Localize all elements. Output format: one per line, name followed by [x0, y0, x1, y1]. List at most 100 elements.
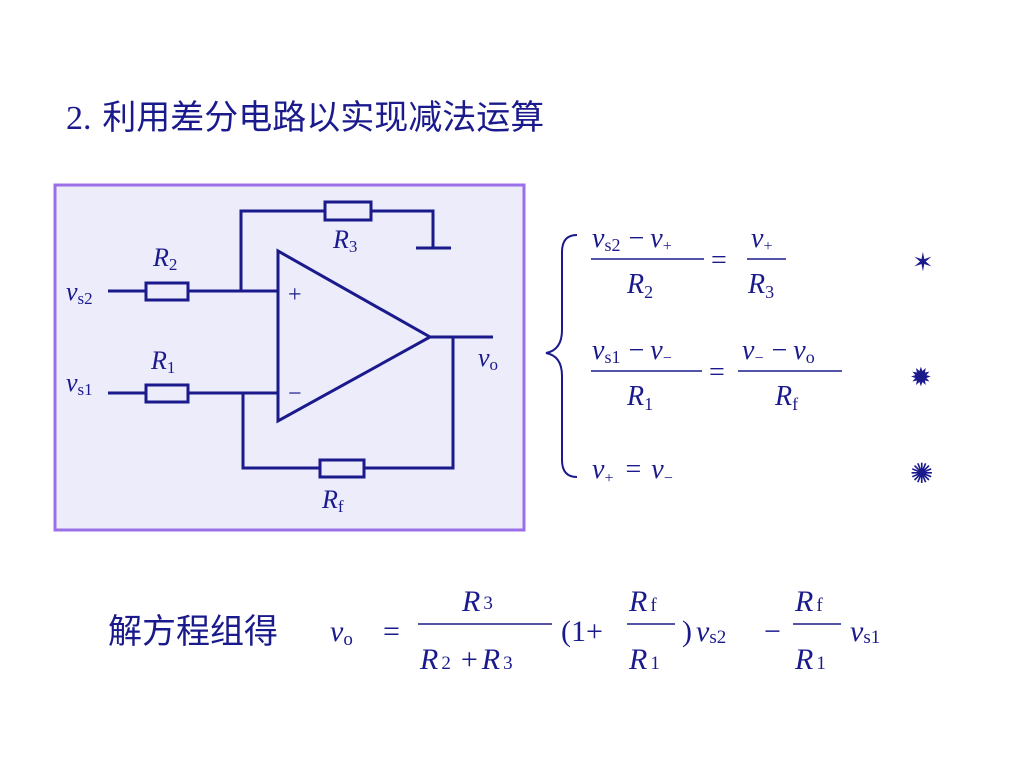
equations-eq2-n1s: s1 [604, 347, 620, 367]
equations-eq2-ds: 1 [644, 394, 653, 414]
solution-label: 解方程组得 [108, 612, 278, 652]
equations-eq3-as: + [604, 470, 613, 487]
equations-eq3-a: v [592, 454, 605, 485]
circuit-rf-sub: f [338, 497, 344, 516]
circuit-vs2-sub: s2 [78, 289, 93, 308]
wire-r3-ground [371, 209, 435, 247]
circuit-panel [53, 183, 526, 532]
solution-v1: v [850, 615, 864, 648]
solution-f1-num-sub: 3 [483, 593, 493, 614]
solution-f1-den-a: R [419, 643, 438, 676]
equations-eq1-ds: 2 [644, 282, 653, 302]
title-number: 2. [66, 100, 92, 137]
op-amp-minus: − [288, 381, 302, 407]
svg-text:vs1: vs1 [66, 368, 93, 399]
svg-text:R1: R1 [794, 643, 826, 676]
solution-f2-num: R [628, 585, 647, 618]
svg-text:Rf: Rf [794, 585, 823, 618]
equations-eq2-rn1: v [742, 335, 755, 366]
equations-eq2-d: R [626, 381, 644, 412]
equations-eq1-op: − [628, 223, 644, 254]
solution-minus: − [764, 615, 781, 648]
op-amp-plus: + [288, 282, 302, 308]
wire-rf-right [364, 337, 455, 470]
mark-star-1: ✶ [912, 248, 934, 277]
equations-eq2-eq: = [709, 357, 725, 388]
solution-f1-den-b-sub: 3 [503, 653, 513, 674]
equations-eq1-n1: v [592, 223, 605, 254]
mark-star-3: ✺ [910, 459, 933, 490]
solution-f3-num-sub: f [816, 595, 823, 616]
svg-text:vo: vo [330, 615, 353, 650]
svg-text:v−−vo: v−−vo [742, 335, 815, 367]
solution-v2: v [696, 615, 710, 648]
equations-eq1-eq: = [711, 245, 727, 276]
solution-v2-sub: s2 [709, 627, 726, 648]
svg-text:R2: R2 [152, 243, 177, 274]
solution-f3-den-sub: 1 [816, 653, 826, 674]
circuit-r1-sub: 1 [167, 358, 176, 377]
equations-eq2-rn2s: o [806, 347, 815, 367]
equations-eq3-b: v [651, 454, 664, 485]
solution-eq: = [383, 615, 400, 648]
solution-lhs: v [330, 615, 344, 648]
svg-text:R1: R1 [150, 346, 175, 377]
equations-eq2-rn2: v [793, 335, 806, 366]
svg-text:R1: R1 [626, 381, 653, 414]
svg-text:v+=v−: v+=v− [592, 454, 673, 487]
solution-f1-den-b: R [481, 643, 500, 676]
svg-text:R1: R1 [628, 643, 660, 676]
equations-eq2-rds: f [792, 394, 798, 414]
solution-f2-den-sub: 1 [650, 653, 660, 674]
solution-f3-den: R [794, 643, 813, 676]
label-r2: R [152, 243, 169, 272]
solution-f1-num: R [461, 585, 480, 618]
equations-eq1-rds: 3 [765, 282, 774, 302]
solution-f1-den-a-sub: 2 [441, 653, 451, 674]
label-rf: R [321, 485, 338, 514]
svg-text:R3: R3 [747, 269, 774, 302]
label-vs1: v [66, 368, 78, 397]
equations-eq3-bs: − [664, 470, 673, 487]
svg-text:R3: R3 [461, 585, 493, 618]
equations-eq1-n2s: + [663, 238, 672, 255]
op-amp [276, 248, 434, 424]
svg-text:vs1: vs1 [850, 615, 880, 648]
svg-text:vs2−v+: vs2−v+ [592, 223, 672, 255]
svg-text:vo: vo [478, 343, 498, 374]
equations-eq1-n2: v [650, 223, 663, 254]
equations-eq2-rop: − [771, 335, 787, 366]
equations-eq2-rn1s: − [754, 350, 763, 367]
equations-eq2-n2: v [650, 335, 663, 366]
equations-eq3-eq: = [625, 454, 641, 485]
label-r1: R [150, 346, 167, 375]
equations-eq2-rd: R [774, 381, 792, 412]
svg-text:R3: R3 [332, 225, 357, 256]
svg-text:Rf: Rf [628, 585, 657, 618]
circuit-vs1-sub: s1 [78, 380, 93, 399]
svg-text:R2+R3: R2+R3 [419, 643, 513, 676]
solution-v1-sub: s1 [863, 627, 880, 648]
equations-eq1-rns: + [763, 238, 772, 255]
slide-title: 2. 利用差分电路以实现减法运算 [66, 90, 544, 139]
equations-eq1-rn: v [751, 223, 764, 254]
svg-text:vs1−v−: vs1−v− [592, 335, 672, 367]
mark-star-2: ✹ [910, 363, 932, 392]
svg-text:v+: v+ [751, 223, 772, 255]
equations-eq1-d: R [626, 269, 644, 300]
solution-paren-close: ) [682, 615, 692, 648]
title-text: 利用差分电路以实现减法运算 [102, 98, 545, 138]
label-vo: v [478, 343, 490, 372]
svg-text:vs2: vs2 [66, 277, 93, 308]
wire-rf-left [241, 393, 320, 470]
circuit-r3-sub: 3 [349, 237, 358, 256]
circuit-r2-sub: 2 [169, 255, 178, 274]
svg-text:Rf: Rf [321, 485, 344, 516]
equations-eq1-rd: R [747, 269, 765, 300]
label-vs2: v [66, 277, 78, 306]
equations-eq2-n2s: − [663, 350, 672, 367]
solution-paren-open: (1+ [561, 615, 603, 648]
